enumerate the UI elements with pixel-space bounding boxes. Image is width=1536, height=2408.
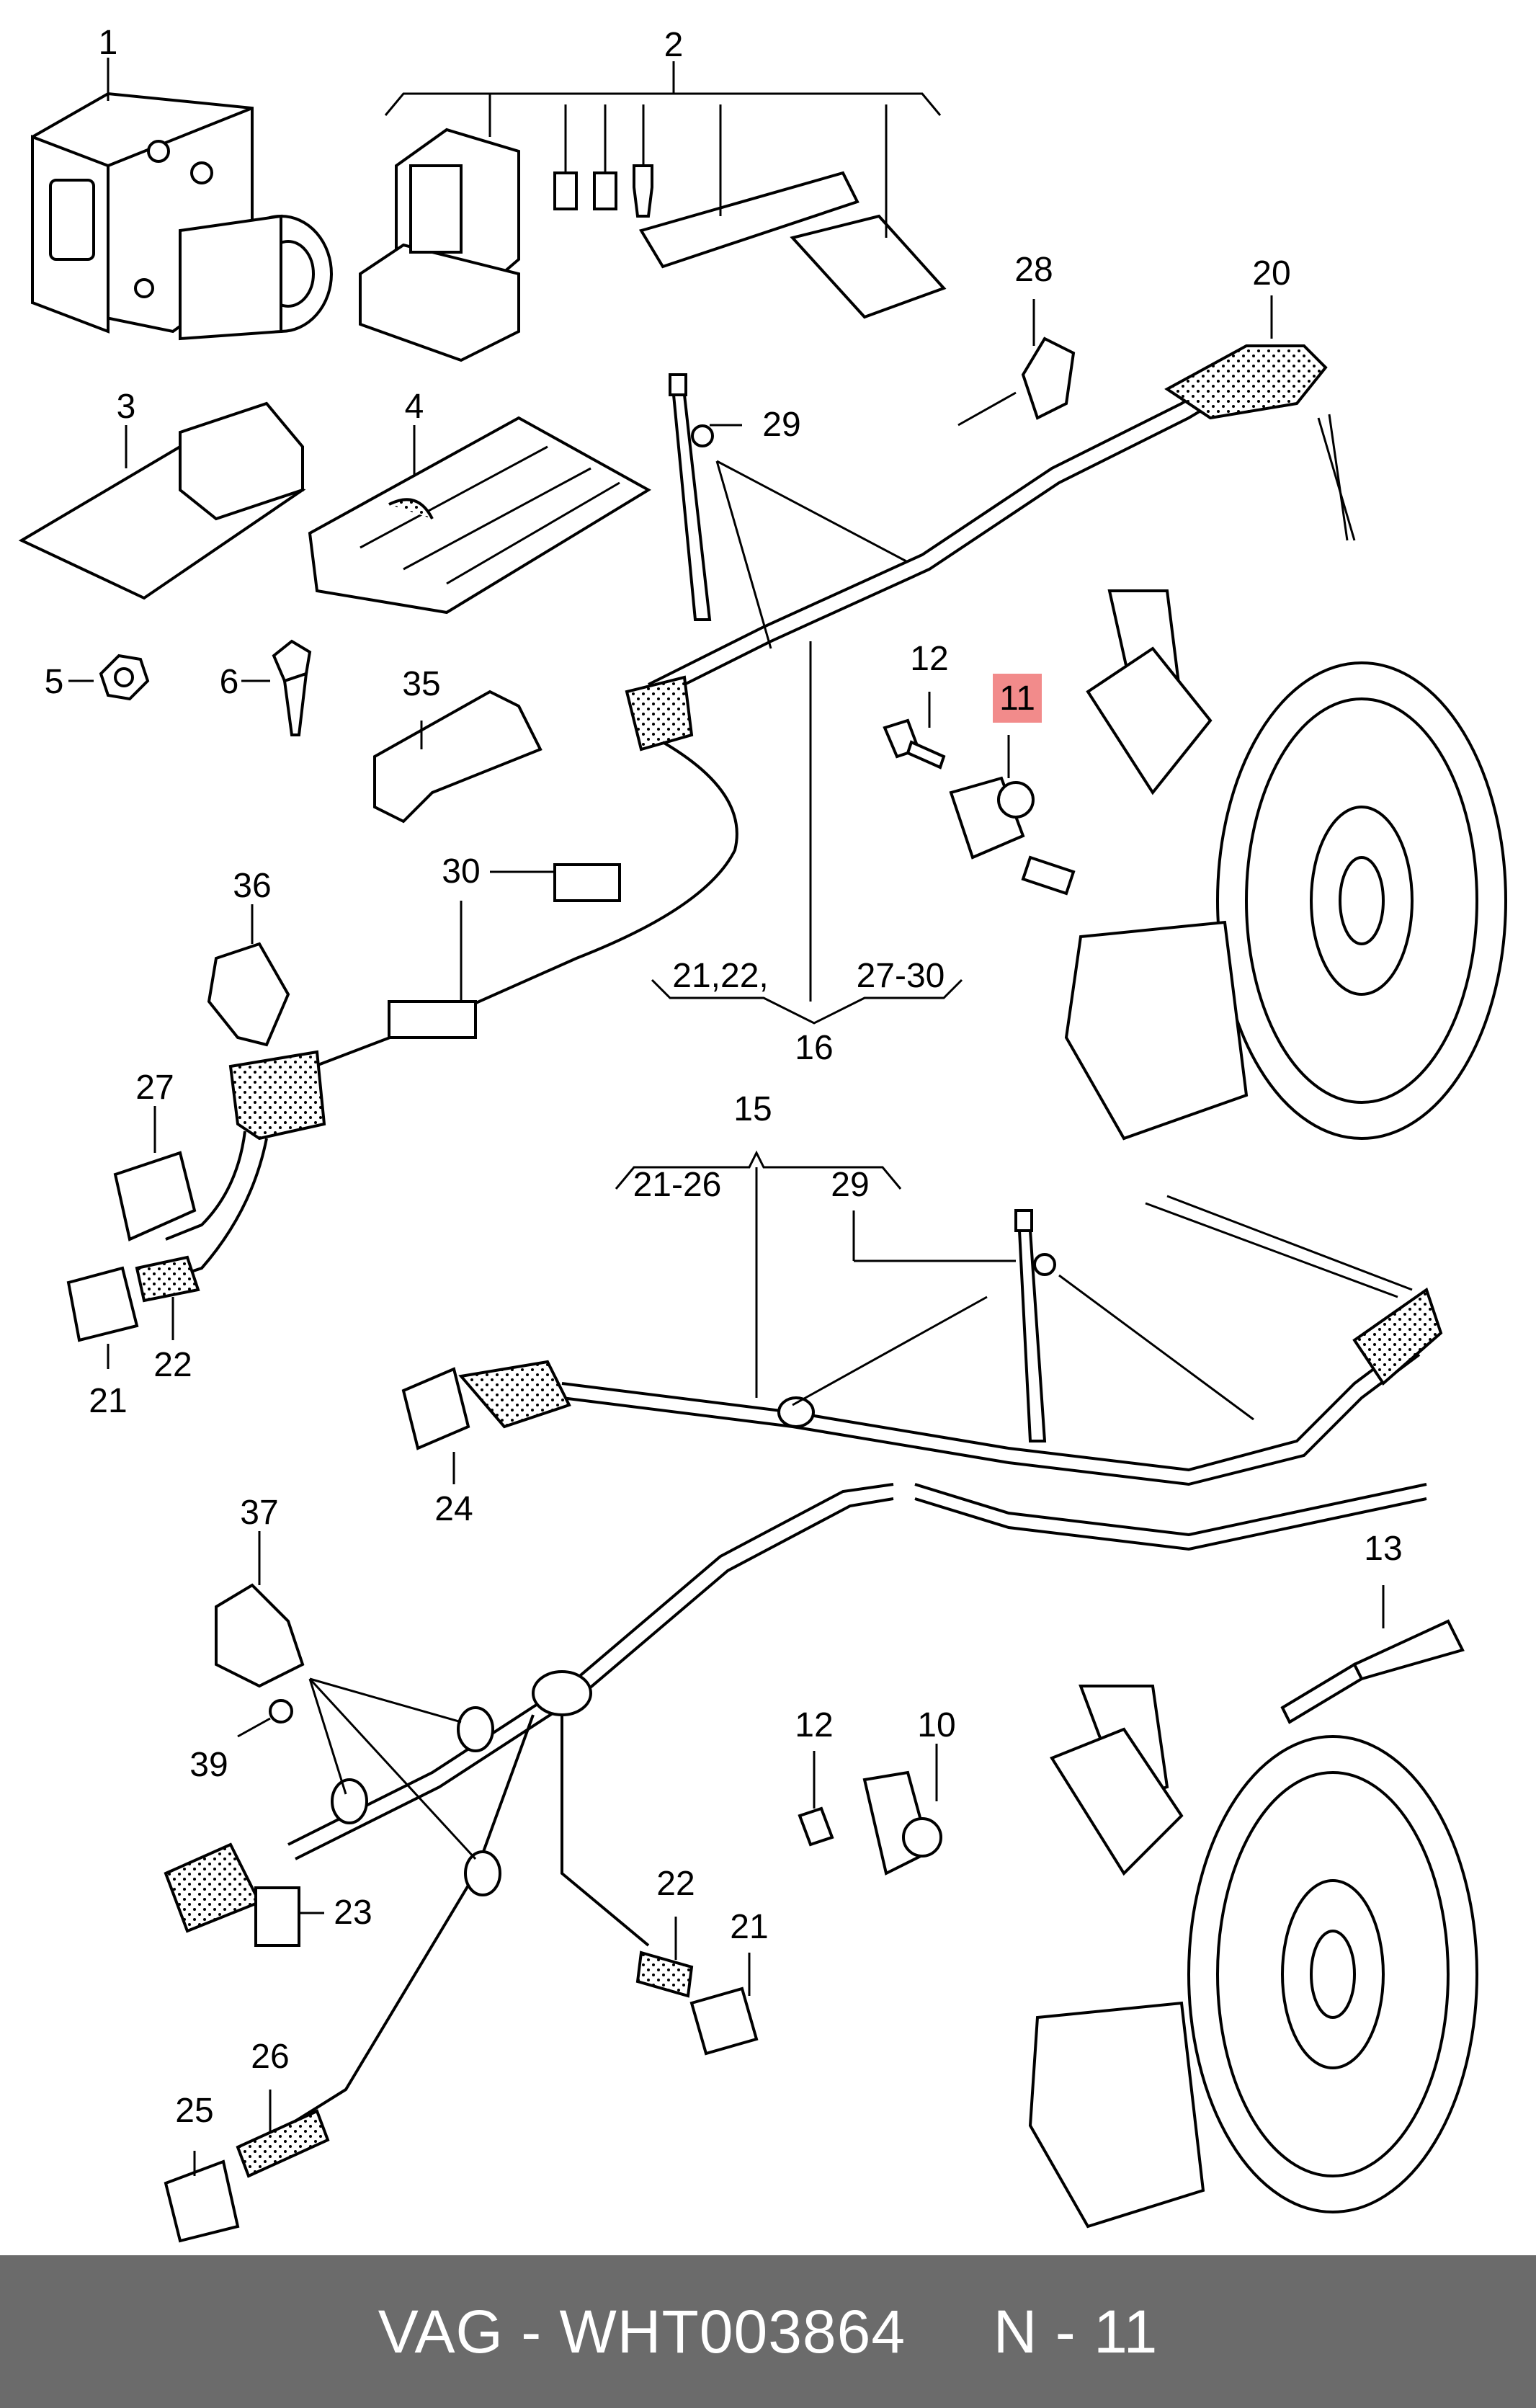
abs-hydraulic-unit <box>31 92 333 341</box>
footer-text: VAG - WHT003864 N - 11 <box>378 2297 1158 2365</box>
bolt-12-upper <box>883 718 946 770</box>
label-23: 23 <box>334 1894 372 1932</box>
label-12-lower: 12 <box>795 1706 833 1744</box>
bracket-37 <box>215 1583 305 1688</box>
cover-35 <box>373 690 542 824</box>
label-36: 36 <box>233 867 271 905</box>
label-range-21-22: 21,22, <box>672 957 768 995</box>
speed-sensor-10 <box>862 1770 942 1876</box>
label-3: 3 <box>117 388 136 426</box>
part-number-footer: VAG - WHT003864 N - 11 <box>0 2255 1536 2408</box>
front-brake-disc-upper <box>1064 589 1507 1141</box>
label-16: 16 <box>795 1029 833 1067</box>
holder-30 <box>388 863 621 1039</box>
label-22-lower: 22 <box>656 1865 695 1903</box>
front-brake-disc-lower <box>1028 1685 1478 2229</box>
label-30: 30 <box>442 852 480 891</box>
grease-tube-13 <box>1280 1619 1465 1724</box>
front-wiring-harness <box>158 344 1356 1284</box>
label-4: 4 <box>405 388 424 426</box>
label-22-upper: 22 <box>153 1346 192 1384</box>
label-21-upper: 21 <box>89 1382 127 1420</box>
label-20: 20 <box>1252 254 1290 293</box>
label-13: 13 <box>1364 1530 1402 1568</box>
cable-tie-29-mid <box>1014 1209 1056 1442</box>
label-12-upper: 12 <box>910 640 948 678</box>
control-module <box>18 401 306 600</box>
label-range-21-26: 21-26 <box>633 1166 722 1204</box>
cable-clip-28 <box>957 336 1076 427</box>
label-29-top: 29 <box>762 406 800 444</box>
cable-tie-29 <box>669 373 714 621</box>
label-37: 37 <box>240 1494 278 1532</box>
label-range-27-30: 27-30 <box>857 957 945 995</box>
exploded-parts-diagram: 1 2 3 4 5 6 <box>18 24 1507 2243</box>
connector-21-lower <box>635 1950 759 2056</box>
label-21-lower: 21 <box>730 1908 768 1946</box>
label-1: 1 <box>99 24 118 62</box>
label-25: 25 <box>175 2092 213 2130</box>
connector-27 <box>113 1151 197 1241</box>
label-5: 5 <box>45 663 64 701</box>
connector-25 <box>164 2109 330 2243</box>
label-28: 28 <box>1014 251 1053 289</box>
bracket-36 <box>207 942 290 1047</box>
connector-21-upper <box>66 1255 200 1342</box>
rear-wiring-harness <box>458 1195 1443 1486</box>
label-39: 39 <box>189 1746 228 1784</box>
label-11-highlight <box>993 674 1042 723</box>
control-unit-kit <box>359 94 947 362</box>
self-tapping-bolt <box>272 639 312 736</box>
label-35: 35 <box>402 665 440 703</box>
speed-sensor-11 <box>949 776 1076 896</box>
label-10: 10 <box>917 1706 955 1744</box>
connector-23 <box>254 1886 300 1947</box>
label-6: 6 <box>220 663 239 701</box>
label-11: 11 <box>999 679 1035 718</box>
mounting-bracket <box>308 416 651 615</box>
bolt-12-lower <box>798 1806 834 1847</box>
label-24: 24 <box>434 1490 473 1528</box>
label-27: 27 <box>135 1069 174 1107</box>
label-26: 26 <box>251 2038 289 2076</box>
label-29-mid: 29 <box>831 1166 869 1204</box>
label-2: 2 <box>664 26 684 64</box>
hex-nut <box>99 654 150 701</box>
connector-24 <box>401 1367 470 1450</box>
bolt-39 <box>269 1699 293 1723</box>
label-15: 15 <box>733 1090 772 1128</box>
